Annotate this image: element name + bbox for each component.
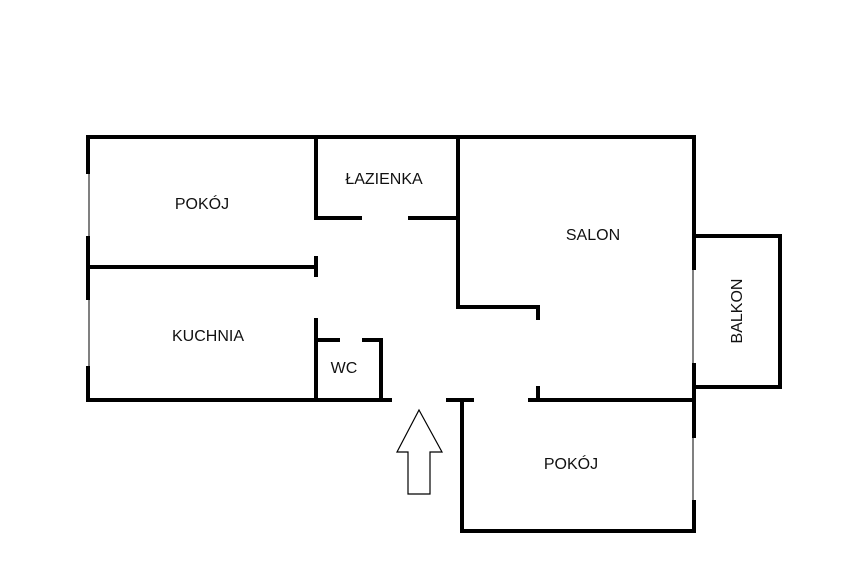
walls <box>86 135 782 533</box>
entrance-arrow-icon <box>396 408 444 495</box>
windows <box>88 172 694 502</box>
room-label-pokoj-top: POKÓJ <box>175 194 229 213</box>
room-label-lazienka: ŁAZIENKA <box>345 171 423 188</box>
room-labels: POKÓJ ŁAZIENKA SALON KUCHNIA WC POKÓJ BA… <box>172 171 746 473</box>
room-label-balkon: BALKON <box>729 279 746 344</box>
room-label-pokoj-bottom: POKÓJ <box>544 454 598 473</box>
room-label-wc: WC <box>331 360 358 377</box>
room-label-kuchnia: KUCHNIA <box>172 328 244 345</box>
room-label-salon: SALON <box>566 227 620 244</box>
